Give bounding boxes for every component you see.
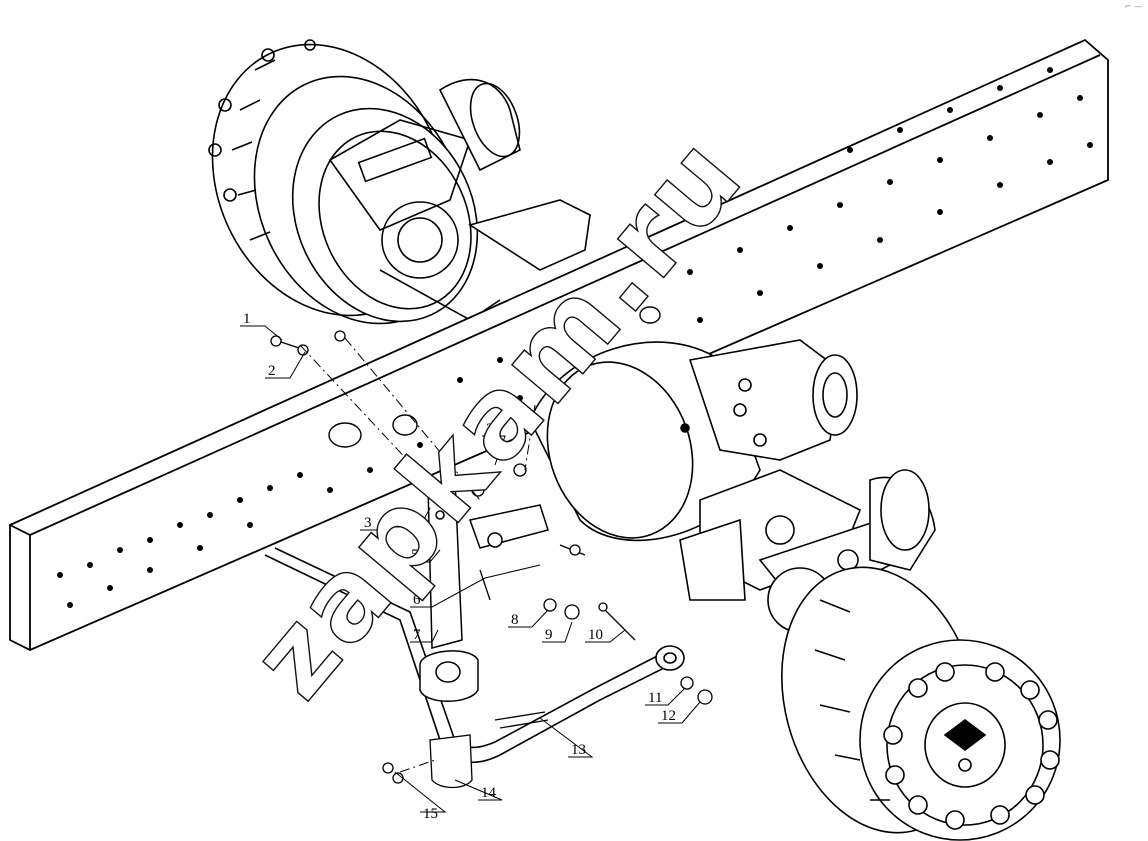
- callout-7: 7: [413, 627, 421, 643]
- callout-6: 6: [413, 592, 421, 608]
- callout-2-left: 2: [268, 363, 276, 379]
- frame-side-member: [9, 38, 1109, 651]
- callout-11: 11: [648, 690, 662, 706]
- callout-13: 13: [571, 742, 586, 758]
- callout-1: 1: [243, 311, 251, 327]
- callout-10: 10: [588, 627, 603, 643]
- rear-right-brake-drum: [781, 469, 1061, 841]
- callout-14: 14: [481, 785, 497, 801]
- drive-axle-housing: [529, 339, 902, 633]
- callout-5: 5: [411, 547, 419, 563]
- callout-numbers: 1 2 2 3 4 5 6 7 8 9 10 11 12 13 14 15: [243, 311, 676, 822]
- callout-leaders: [240, 325, 701, 813]
- callout-15: 15: [423, 806, 438, 822]
- callout-12: 12: [661, 708, 676, 724]
- callout-2-right: 2: [486, 421, 494, 437]
- callout-8: 8: [511, 612, 519, 628]
- stabilizer-bracket: [419, 479, 549, 702]
- callout-9: 9: [545, 627, 553, 643]
- frame-holes: [57, 67, 1093, 608]
- corner-mark: ⌐ —: [1124, 2, 1142, 11]
- callout-4: 4: [398, 512, 406, 528]
- assembly-centerlines: [299, 337, 536, 773]
- fasteners: [270, 330, 713, 789]
- callout-3: 3: [364, 515, 372, 531]
- rear-left-brake-drum: [208, 39, 591, 325]
